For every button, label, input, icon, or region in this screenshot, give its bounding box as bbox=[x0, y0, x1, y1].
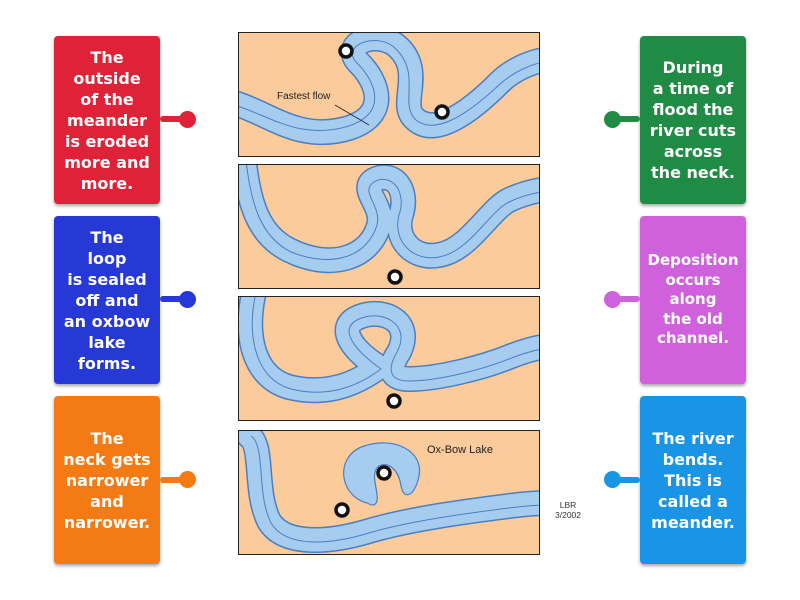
card-river-bends-meander[interactable]: The river bends. This is called a meande… bbox=[640, 396, 746, 564]
drop-target-circle[interactable] bbox=[334, 502, 350, 518]
connector bbox=[160, 116, 182, 122]
card-text: Deposition occurs along the old channel. bbox=[647, 251, 739, 348]
card-text: The outside of the meander is eroded mor… bbox=[64, 47, 150, 193]
fastest-flow-label: Fastest flow bbox=[277, 91, 331, 102]
connector bbox=[618, 477, 640, 483]
meander-panel-2 bbox=[238, 164, 540, 289]
card-deposition-old-channel[interactable]: Deposition occurs along the old channel. bbox=[640, 216, 746, 384]
drop-target-dot[interactable] bbox=[179, 111, 196, 128]
connector bbox=[618, 116, 640, 122]
connector bbox=[160, 477, 182, 483]
card-neck-narrower[interactable]: The neck gets narrower and narrower. bbox=[54, 396, 160, 564]
drop-target-dot[interactable] bbox=[179, 471, 196, 488]
drop-target-circle[interactable] bbox=[338, 43, 354, 59]
connector bbox=[618, 296, 640, 302]
drop-target-dot[interactable] bbox=[604, 111, 621, 128]
oxbow-lake-label: Ox-Bow Lake bbox=[427, 444, 493, 456]
card-text: The neck gets narrower and narrower. bbox=[63, 428, 151, 532]
card-text: The loop is sealed off and an oxbow lake… bbox=[63, 227, 151, 373]
card-loop-sealed-oxbow[interactable]: The loop is sealed off and an oxbow lake… bbox=[54, 216, 160, 384]
drop-target-dot[interactable] bbox=[179, 291, 196, 308]
drop-target-circle[interactable] bbox=[376, 465, 392, 481]
oxbow-lake-shape bbox=[343, 442, 421, 506]
card-outside-meander-eroded[interactable]: The outside of the meander is eroded mor… bbox=[54, 36, 160, 204]
card-text: The river bends. This is called a meande… bbox=[651, 428, 735, 532]
meander-panel-1: Fastest flow bbox=[238, 32, 540, 157]
card-text: During a time of flood the river cuts ac… bbox=[649, 58, 737, 182]
drop-target-dot[interactable] bbox=[604, 471, 621, 488]
drop-target-circle[interactable] bbox=[387, 269, 403, 285]
drop-target-circle[interactable] bbox=[434, 104, 450, 120]
meander-panel-3 bbox=[238, 296, 540, 421]
pointer-line bbox=[334, 104, 370, 126]
meander-panel-4: Ox-Bow Lake bbox=[238, 430, 540, 555]
drop-target-dot[interactable] bbox=[604, 291, 621, 308]
connector bbox=[160, 296, 182, 302]
credit-text: LBR 3/2002 bbox=[555, 500, 581, 520]
drop-target-circle[interactable] bbox=[386, 393, 402, 409]
card-flood-cuts-neck[interactable]: During a time of flood the river cuts ac… bbox=[640, 36, 746, 204]
